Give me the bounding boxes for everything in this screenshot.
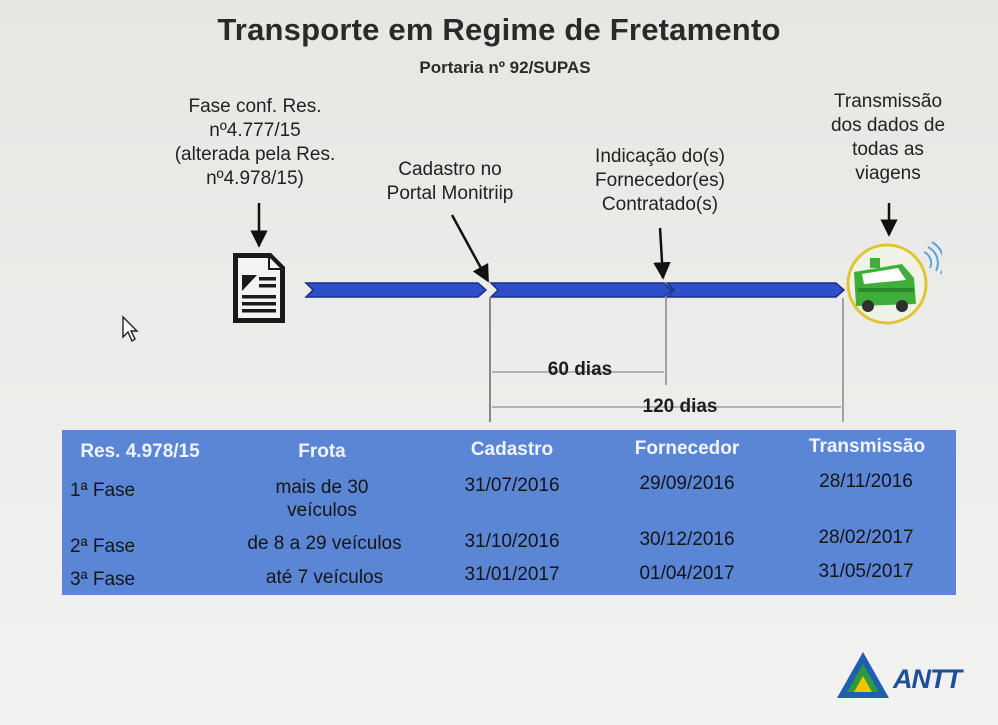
slide-subtitle: Portaria nº 92/SUPAS — [419, 58, 591, 77]
table-header-cadastro: Cadastro — [470, 439, 554, 460]
milestone-label-cadastro: Cadastro no Portal Monitriip — [386, 159, 514, 204]
table-header-resolucao: Res. 4.978/15 — [80, 441, 200, 462]
table-header-transmissao: Transmissão — [808, 436, 926, 457]
table-row-1-frota: mais de 30 veículos — [275, 477, 369, 521]
timeline-segment-1 — [304, 282, 488, 298]
mouse-cursor-icon — [122, 315, 139, 343]
table-row-3-fornecedor: 01/04/2017 — [639, 563, 735, 584]
table-row-3-cadastro: 31/01/2017 — [464, 564, 560, 585]
table-row-3-transmissao: 31/05/2017 — [818, 561, 914, 582]
phases-table: Res. 4.978/15 Frota Cadastro Fornecedor … — [62, 430, 956, 595]
milestone-label-transmissao: Transmissão dos dados de todas as viagen… — [830, 91, 946, 184]
bus-icon — [846, 241, 942, 325]
milestone-label-fase: Fase conf. Res. nº4.777/15 (alterada pel… — [174, 96, 336, 189]
milestone-label-indicacao: Indicação do(s) Fornecedor(es) Contratad… — [595, 146, 725, 215]
table-row-1-transmissao: 28/11/2016 — [819, 471, 913, 492]
table-row-3-frota: até 7 veículos — [265, 567, 384, 588]
table-row-2-fase: 2ª Fase — [70, 536, 136, 557]
timeline-segment-2 — [489, 282, 674, 298]
timeline-diagram — [250, 203, 898, 422]
table-row-2-cadastro: 31/10/2016 — [464, 531, 560, 552]
duration-label-120: 120 dias — [642, 396, 718, 417]
table-row-2-frota: de 8 a 29 veículos — [247, 533, 402, 554]
table-header-fornecedor: Fornecedor — [634, 438, 740, 459]
pointer-arrow-cadastro — [450, 214, 490, 283]
antt-logo-text: ANTT — [893, 664, 962, 694]
table-row-2-transmissao: 28/02/2017 — [818, 527, 914, 548]
table-row-1-fornecedor: 29/09/2016 — [639, 473, 735, 494]
table-row-3-fase: 3ª Fase — [70, 569, 136, 590]
table-row-2-fornecedor: 30/12/2016 — [639, 529, 735, 550]
slide-title: Transporte em Regime de Fretamento — [217, 12, 781, 47]
pointer-arrow-indicacao — [653, 227, 671, 280]
duration-label-60: 60 dias — [547, 359, 613, 380]
document-icon — [233, 253, 285, 323]
table-header-frota: Frota — [298, 441, 346, 462]
table-row-1-cadastro: 31/07/2016 — [464, 475, 560, 496]
timeline-segment-3 — [665, 282, 846, 298]
table-row-1-fase: 1ª Fase — [70, 480, 136, 501]
antt-logo-icon — [837, 652, 889, 698]
